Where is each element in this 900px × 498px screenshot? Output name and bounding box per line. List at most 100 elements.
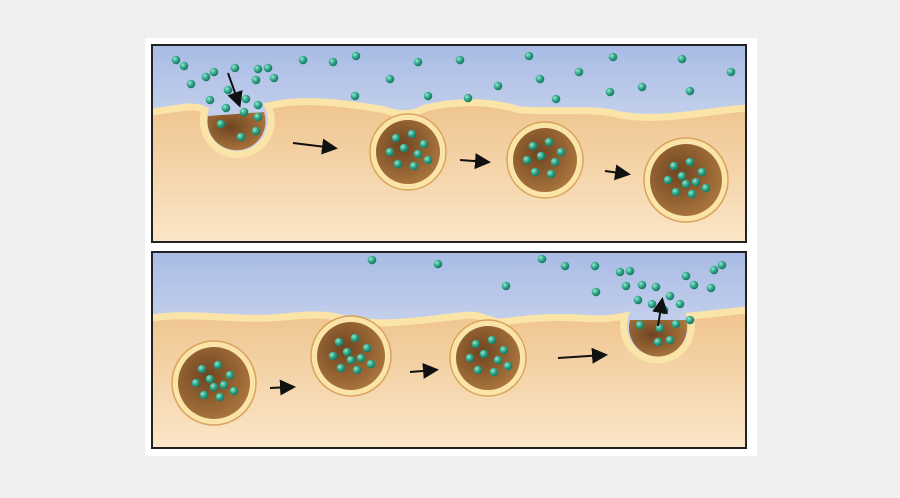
particle — [179, 61, 189, 71]
particle — [605, 87, 615, 97]
particle — [216, 119, 226, 129]
particle — [647, 299, 657, 309]
particle — [625, 266, 635, 276]
particle — [385, 74, 395, 84]
particle — [621, 281, 631, 291]
particle — [503, 361, 513, 371]
particle — [191, 378, 201, 388]
particle — [653, 337, 663, 347]
particle — [409, 161, 419, 171]
particle — [209, 67, 219, 77]
particle — [524, 51, 534, 61]
arrow — [557, 347, 608, 364]
vesicle-interior — [456, 326, 520, 390]
particle — [225, 370, 235, 380]
particle — [675, 299, 685, 309]
particle — [651, 282, 661, 292]
particle — [298, 55, 308, 65]
vesicle-interior — [513, 128, 577, 192]
particle — [263, 63, 273, 73]
particle — [393, 159, 403, 169]
cytoplasm — [152, 101, 746, 243]
particle — [608, 52, 618, 62]
particle — [239, 107, 249, 117]
particle — [550, 157, 560, 167]
particle — [635, 320, 645, 330]
arrow — [227, 72, 243, 108]
particle — [413, 57, 423, 67]
particle — [186, 79, 196, 89]
particle — [574, 67, 584, 77]
particle — [215, 392, 225, 402]
particle — [535, 74, 545, 84]
particle — [493, 355, 503, 365]
particle — [522, 155, 532, 165]
particle — [499, 345, 509, 355]
particle — [537, 254, 547, 264]
particle — [669, 161, 679, 171]
particle — [665, 291, 675, 301]
particle — [681, 271, 691, 281]
particle — [528, 141, 538, 151]
particle — [251, 126, 261, 136]
arrow — [409, 362, 439, 379]
particle — [399, 143, 409, 153]
particle — [199, 390, 209, 400]
particle — [367, 255, 377, 265]
particle — [473, 365, 483, 375]
particle — [253, 112, 263, 122]
particle — [590, 261, 600, 271]
particle — [423, 91, 433, 101]
particle — [407, 129, 417, 139]
particle — [671, 319, 681, 329]
particle — [530, 167, 540, 177]
particle — [391, 133, 401, 143]
panel-frame — [151, 251, 747, 449]
particle — [423, 155, 433, 165]
particle — [681, 179, 691, 189]
particle — [269, 73, 279, 83]
particle — [685, 315, 695, 325]
particle — [479, 349, 489, 359]
particle — [677, 54, 687, 64]
particle — [213, 360, 223, 370]
particle — [366, 359, 376, 369]
particle — [433, 259, 443, 269]
particle — [229, 386, 239, 396]
particle — [334, 337, 344, 347]
vesicle-interior — [376, 120, 440, 184]
particle — [726, 67, 736, 77]
particle — [701, 183, 711, 193]
particle — [219, 380, 229, 390]
particle — [251, 75, 261, 85]
particle — [328, 57, 338, 67]
particle — [419, 139, 429, 149]
plasma-membrane — [151, 306, 747, 364]
particle — [615, 267, 625, 277]
particle — [171, 55, 181, 65]
particle — [205, 95, 215, 105]
particle — [241, 94, 251, 104]
particle — [455, 55, 465, 65]
arrow — [652, 297, 669, 327]
particle — [501, 281, 511, 291]
particle — [536, 151, 546, 161]
particle — [346, 355, 356, 365]
particle — [687, 189, 697, 199]
panel-endocytosis — [151, 44, 747, 243]
particle — [351, 51, 361, 61]
particle — [677, 171, 687, 181]
particle — [352, 365, 362, 375]
particle — [709, 265, 719, 275]
particle — [253, 100, 263, 110]
particle — [201, 72, 211, 82]
particle — [350, 91, 360, 101]
particle — [637, 280, 647, 290]
particle — [493, 81, 503, 91]
particle — [342, 347, 352, 357]
particle — [556, 147, 566, 157]
particle — [413, 149, 423, 159]
cytoplasm — [152, 310, 746, 448]
particle — [689, 280, 699, 290]
particle — [691, 177, 701, 187]
